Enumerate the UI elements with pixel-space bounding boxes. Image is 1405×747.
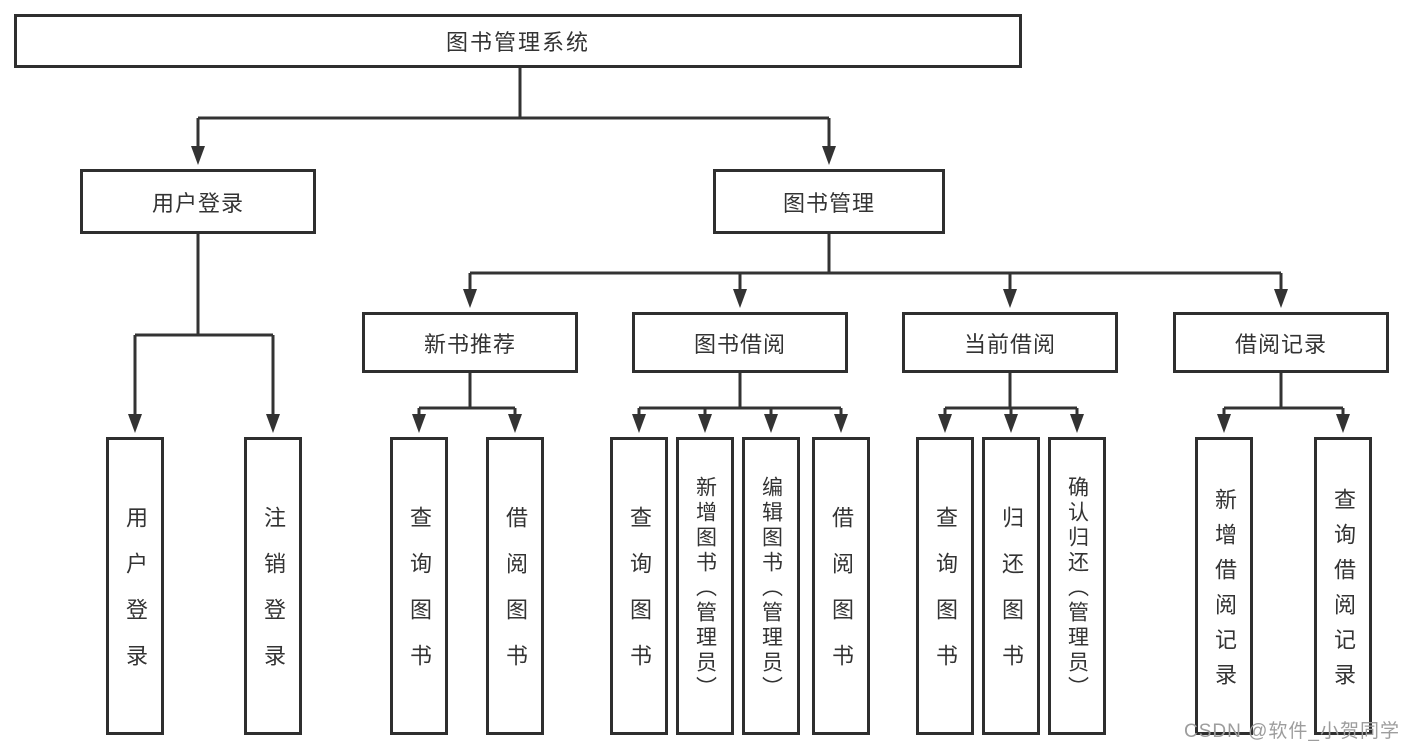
leaf-add-borrow-record: 新增借阅记录 xyxy=(1195,437,1253,735)
node-book-borrow: 图书借阅 xyxy=(632,312,848,373)
node-borrow-records: 借阅记录 xyxy=(1173,312,1389,373)
leaf-label: 编辑图书（管理员） xyxy=(759,475,783,701)
node-new-book-recommend: 新书推荐 xyxy=(362,312,578,373)
leaf-confirm-return-admin: 确认归还（管理员） xyxy=(1048,437,1106,735)
node-book-management: 图书管理 xyxy=(713,169,945,234)
leaf-logout: 注销登录 xyxy=(244,437,302,735)
leaf-label: 查询图书 xyxy=(627,506,652,690)
leaf-label: 查询借阅记录 xyxy=(1331,487,1356,698)
leaf-label: 借阅图书 xyxy=(503,506,528,690)
leaf-label: 新增图书（管理员） xyxy=(693,475,717,701)
leaf-borrow-books: 借阅图书 xyxy=(812,437,870,735)
leaf-label: 确认归还（管理员） xyxy=(1065,475,1089,701)
leaf-label: 新增借阅记录 xyxy=(1212,487,1237,698)
leaf-label: 借阅图书 xyxy=(829,506,854,690)
leaf-label: 查询图书 xyxy=(933,506,958,690)
leaf-add-books-admin: 新增图书（管理员） xyxy=(676,437,734,735)
node-library-system: 图书管理系统 xyxy=(14,14,1022,68)
leaf-borrow-query-books: 查询图书 xyxy=(610,437,668,735)
leaf-recommend-borrow-books: 借阅图书 xyxy=(486,437,544,735)
leaf-current-query-books: 查询图书 xyxy=(916,437,974,735)
leaf-query-borrow-record: 查询借阅记录 xyxy=(1314,437,1372,735)
leaf-label: 查询图书 xyxy=(407,506,432,690)
leaf-recommend-query-books: 查询图书 xyxy=(390,437,448,735)
leaf-return-books: 归还图书 xyxy=(982,437,1040,735)
leaf-user-login: 用户登录 xyxy=(106,437,164,735)
leaf-edit-books-admin: 编辑图书（管理员） xyxy=(742,437,800,735)
csdn-watermark: CSDN @软件_小贺同学 xyxy=(1184,721,1400,742)
node-user-login: 用户登录 xyxy=(80,169,316,234)
leaf-label: 注销登录 xyxy=(261,506,286,690)
node-current-borrow: 当前借阅 xyxy=(902,312,1118,373)
leaf-label: 归还图书 xyxy=(999,506,1024,690)
leaf-label: 用户登录 xyxy=(123,506,148,690)
